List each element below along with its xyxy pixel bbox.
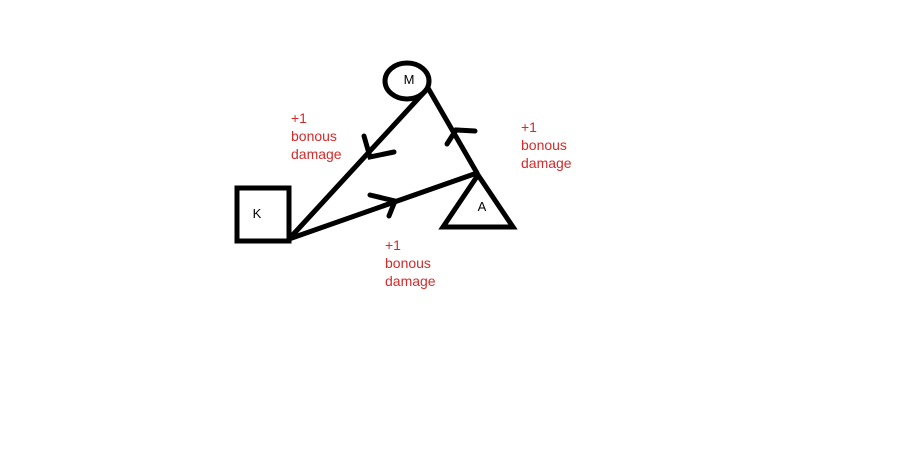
- node-a-triangle: [438, 170, 518, 230]
- edge-k-a-note-line-3: damage: [385, 273, 436, 289]
- node-m-circle: [382, 60, 432, 102]
- edge-k-a-note-line-1: +1: [385, 237, 401, 253]
- edge-a-m-note: +1 bonous damage: [521, 118, 572, 172]
- edge-k-a-line: [286, 170, 480, 242]
- edge-a-m-note-line-2: bonous: [521, 137, 567, 153]
- node-a: A: [438, 170, 518, 230]
- edge-m-k-note-line-3: damage: [291, 146, 342, 162]
- edge-m-k-note: +1 bonous damage: [291, 109, 342, 163]
- edge-k-a-note-line-2: bonous: [385, 255, 431, 271]
- edge-m-k-note-line-2: bonous: [291, 128, 337, 144]
- edge-k-a-arrowhead: [367, 192, 399, 219]
- node-k: K: [234, 185, 292, 244]
- edge-k-a-note: +1 bonous damage: [385, 236, 436, 290]
- node-k-square: [234, 185, 292, 244]
- edge-a-m-note-line-3: damage: [521, 155, 572, 171]
- edge-a-m-note-line-1: +1: [521, 119, 537, 135]
- edge-a-m-line: [425, 85, 480, 176]
- node-a-label: A: [478, 199, 487, 214]
- node-m: M: [382, 60, 432, 102]
- node-k-label: K: [253, 206, 262, 221]
- edge-a-m-arrowhead: [444, 127, 478, 147]
- edge-m-k-line: [286, 85, 431, 242]
- edge-m-k-note-line-1: +1: [291, 110, 307, 126]
- node-m-label: M: [404, 72, 415, 87]
- edge-m-k-arrowhead: [361, 133, 397, 160]
